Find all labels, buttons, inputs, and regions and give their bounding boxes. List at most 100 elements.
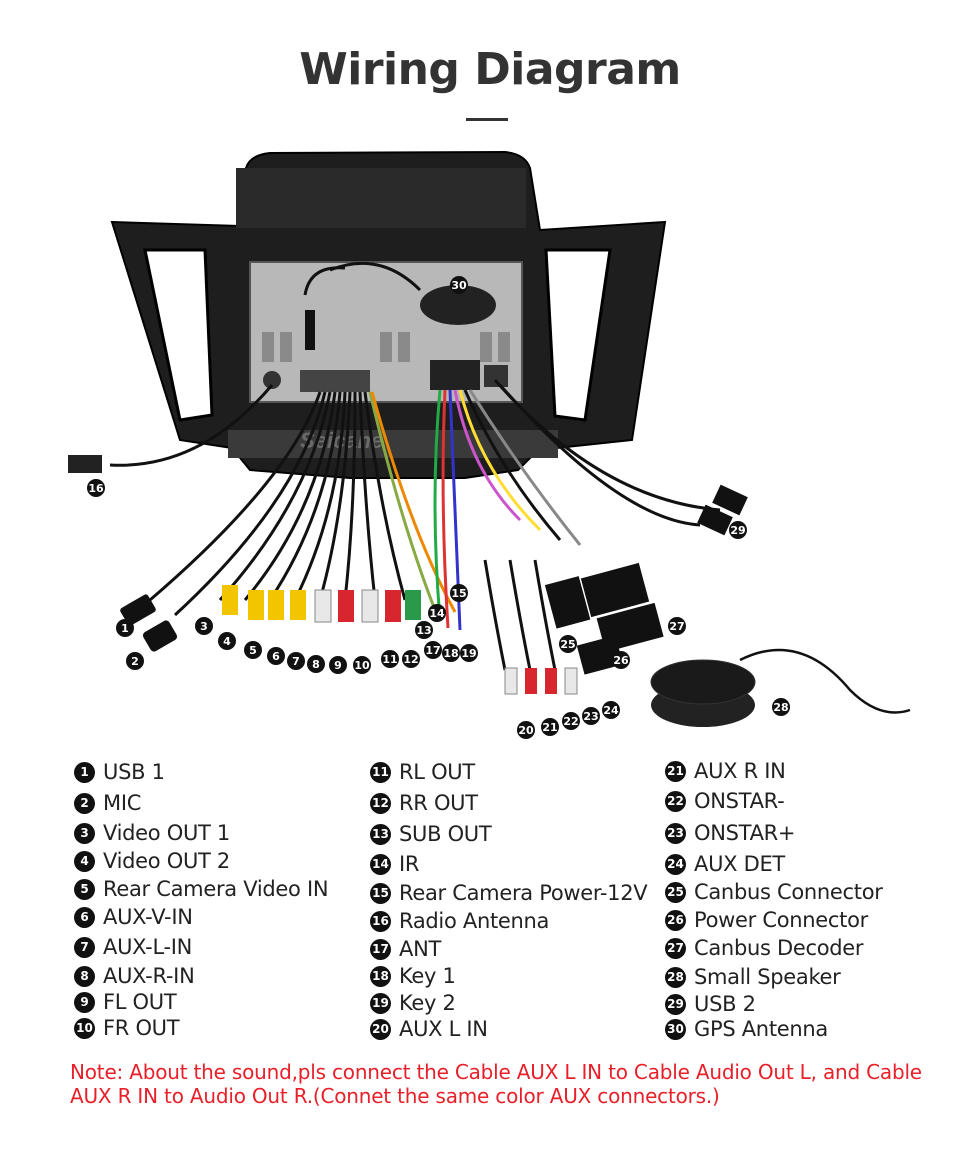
number-badge: 30 xyxy=(665,1018,686,1040)
svg-text:3: 3 xyxy=(200,620,208,633)
number-badge: 23 xyxy=(665,822,686,844)
legend-item: 23 ONSTAR+ xyxy=(665,821,796,845)
svg-text:25: 25 xyxy=(560,638,575,651)
svg-text:5: 5 xyxy=(249,644,257,657)
legend-label: RL OUT xyxy=(399,760,475,784)
svg-text:7: 7 xyxy=(292,655,300,668)
chassis-vents xyxy=(262,332,510,362)
av-harness xyxy=(149,391,457,617)
number-badge: 27 xyxy=(665,937,686,959)
legend-label: AUX-R-IN xyxy=(103,964,195,988)
legend-label: Video OUT 2 xyxy=(103,849,230,873)
svg-text:6: 6 xyxy=(272,650,280,663)
legend-label: Radio Antenna xyxy=(399,909,550,933)
number-badge: 12 xyxy=(370,792,391,814)
legend-label: ANT xyxy=(399,937,442,961)
number-badge: 7 xyxy=(74,936,95,958)
sound-note: Note: About the sound,pls connect the Ca… xyxy=(70,1060,922,1108)
svg-text:19: 19 xyxy=(461,647,476,660)
callout-badges: 16 30 1 2 3 4 5 6 7 8 9 10 11 12 13 14 1… xyxy=(87,276,790,739)
av-plug xyxy=(300,370,370,392)
number-badge: 26 xyxy=(665,909,686,931)
svg-text:20: 20 xyxy=(518,724,534,737)
legend-label: AUX DET xyxy=(694,852,785,876)
legend-label: USB 2 xyxy=(694,992,756,1016)
svg-text:30: 30 xyxy=(451,279,467,292)
wiring-figure: Seicane xyxy=(0,140,980,750)
legend-label: ONSTAR+ xyxy=(694,821,796,845)
svg-text:15: 15 xyxy=(451,587,466,600)
svg-text:27: 27 xyxy=(669,620,684,633)
legend-label: Small Speaker xyxy=(694,965,841,989)
gps-antenna-puck xyxy=(420,285,496,325)
svg-text:1: 1 xyxy=(121,622,129,635)
number-badge: 13 xyxy=(370,823,391,845)
legend-item: 8 AUX-R-IN xyxy=(74,964,195,988)
number-badge: 29 xyxy=(665,993,686,1015)
number-badge: 16 xyxy=(370,910,391,932)
legend-label: SUB OUT xyxy=(399,822,492,846)
number-badge: 3 xyxy=(74,822,95,844)
legend-label: MIC xyxy=(103,791,142,815)
svg-text:16: 16 xyxy=(88,482,104,495)
svg-text:28: 28 xyxy=(773,701,788,714)
legend-label: Key 1 xyxy=(399,964,456,988)
canbus-plug xyxy=(484,365,508,387)
radio-antenna-plug xyxy=(68,455,102,473)
page-title: Wiring Diagram xyxy=(299,44,681,95)
svg-text:26: 26 xyxy=(613,654,629,667)
legend-item: 13 SUB OUT xyxy=(370,822,492,846)
svg-text:24: 24 xyxy=(603,704,619,717)
svg-text:4: 4 xyxy=(223,635,231,648)
top-display-housing xyxy=(236,168,526,228)
legend-label: GPS Antenna xyxy=(694,1017,828,1041)
svg-text:21: 21 xyxy=(542,721,557,734)
number-badge: 24 xyxy=(665,853,686,875)
right-vent-window xyxy=(544,248,612,422)
legend-item: 24 AUX DET xyxy=(665,852,785,876)
legend-label: Canbus Connector xyxy=(694,880,883,904)
legend-item: 26 Power Connector xyxy=(665,908,868,932)
watermark-band xyxy=(228,430,558,458)
number-badge: 14 xyxy=(370,853,391,875)
number-badge: 20 xyxy=(370,1018,391,1040)
svg-text:17: 17 xyxy=(425,644,440,657)
legend-item: 16 Radio Antenna xyxy=(370,909,549,933)
antenna-socket xyxy=(263,371,281,389)
power-harness xyxy=(433,379,721,631)
number-badge: 2 xyxy=(74,792,95,814)
number-badge: 25 xyxy=(665,881,686,903)
legend-item: 25 Canbus Connector xyxy=(665,880,883,904)
aux-in-plugs xyxy=(483,559,578,695)
legend-label: Rear Camera Power-12V xyxy=(399,881,648,905)
legend-label: IR xyxy=(399,852,420,876)
number-badge: 18 xyxy=(370,965,391,987)
svg-text:12: 12 xyxy=(403,653,418,666)
speaker-grille xyxy=(650,659,756,705)
legend-item: 18 Key 1 xyxy=(370,964,456,988)
legend-item: 30 GPS Antenna xyxy=(665,1017,828,1041)
canbus-connectors xyxy=(544,562,664,675)
number-badge: 5 xyxy=(74,878,95,900)
legend-item: 15 Rear Camera Power-12V xyxy=(370,881,648,905)
legend-label: Power Connector xyxy=(694,908,868,932)
number-badge: 15 xyxy=(370,882,391,904)
number-badge: 21 xyxy=(665,760,686,782)
number-badge: 19 xyxy=(370,992,391,1014)
svg-text:14: 14 xyxy=(429,607,445,620)
legend-label: AUX-V-IN xyxy=(103,905,193,929)
number-badge: 8 xyxy=(74,965,95,987)
mic-plug xyxy=(142,620,178,652)
